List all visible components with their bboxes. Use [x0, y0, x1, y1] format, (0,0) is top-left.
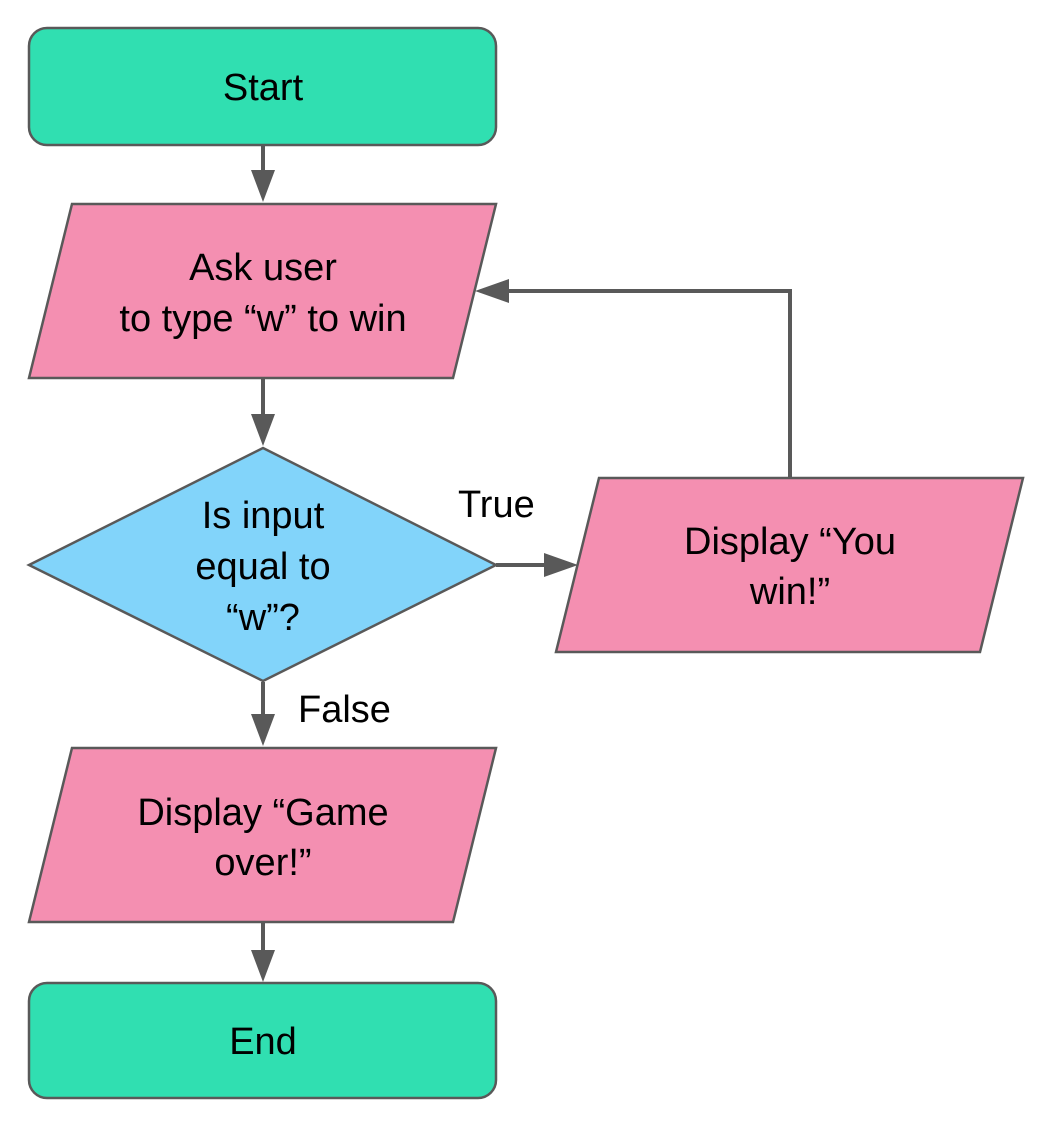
ask-label-line-1: Ask user — [189, 247, 337, 289]
end-terminator-shape — [27, 981, 498, 1100]
gameover-label-line-2: over!” — [214, 842, 311, 884]
gameover-label-line-1: Display “Game — [137, 792, 388, 834]
start-label: Start — [223, 67, 304, 109]
win-label-line-1: Display “You — [684, 521, 896, 563]
win-label-line-2: win!” — [749, 571, 830, 613]
arrowhead-ask-to-decision — [251, 414, 275, 446]
arrowhead-decision-to-win — [544, 553, 578, 577]
decision-diamond-shape — [26, 446, 499, 683]
arrowhead-start-to-ask — [251, 170, 275, 202]
arrowhead-loop-back — [475, 279, 509, 303]
connectors — [251, 146, 792, 982]
arrowhead-gameover-to-end — [251, 950, 275, 982]
gameover-parallelogram-shape — [27, 746, 498, 924]
arrowhead-decision-to-gameover — [251, 714, 275, 746]
ask-label-line-2: to type “w” to win — [119, 298, 406, 340]
gameover-node: Display “Game over!” — [27, 746, 498, 924]
decision-label-line-3: “w”? — [226, 597, 300, 639]
decision-label-line-1: Is input — [202, 495, 325, 537]
end-label: End — [229, 1021, 297, 1063]
win-node: Display “You win!” — [554, 476, 1025, 654]
true-edge-label: True — [458, 484, 535, 526]
false-edge-label: False — [298, 689, 391, 731]
start-terminator-shape — [27, 26, 498, 147]
start-node: Start — [27, 26, 498, 147]
ask-node: Ask user to type “w” to win — [27, 202, 498, 380]
decision-label-line-2: equal to — [195, 546, 330, 588]
end-node: End — [27, 981, 498, 1100]
decision-node: Is input equal to “w”? — [26, 446, 499, 683]
win-parallelogram-shape — [554, 476, 1025, 654]
connector-win-loop-back — [505, 289, 792, 477]
ask-parallelogram-shape — [27, 202, 498, 380]
